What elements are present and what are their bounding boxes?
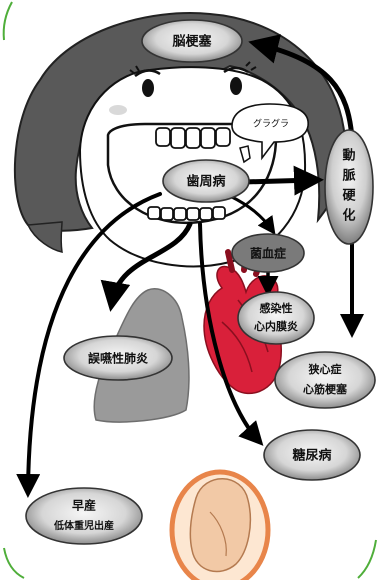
node-preterm[interactable]: 早産 低体重児出産 xyxy=(25,487,143,545)
node-periodontal[interactable]: 歯周病 xyxy=(162,159,250,203)
node-endocarditis[interactable]: 感染性 心内膜炎 xyxy=(237,291,315,345)
upper-teeth-illustration xyxy=(155,127,231,149)
node-diabetes[interactable]: 糖尿病 xyxy=(263,429,361,481)
node-angina[interactable]: 狭心症 心筋梗塞 xyxy=(274,351,376,409)
arrow-periodontal-to-diabetes xyxy=(198,222,264,446)
arrow-periodontal-to-arteriosclerosis xyxy=(241,165,324,196)
node-periodontal-label: 歯周病 xyxy=(186,174,225,190)
node-arteriosclerosis[interactable]: 動 脈 硬 化 xyxy=(324,129,374,245)
node-angina-label-1: 狭心症 xyxy=(308,362,342,376)
border-accent-right xyxy=(357,539,377,579)
node-arteriosclerosis-label-3: 硬 xyxy=(342,189,356,204)
node-preterm-label-1: 早産 xyxy=(72,498,96,513)
speech-bubble xyxy=(231,103,309,161)
arrow-periodontal-to-preterm xyxy=(16,192,162,498)
node-preterm-label-2: 低体重児出産 xyxy=(53,519,114,532)
speech-bubble-text: グラグラ xyxy=(253,118,289,130)
arrow-periodontal-to-pneumonia xyxy=(100,221,193,312)
node-arteriosclerosis-label-1: 動 xyxy=(342,148,355,164)
border-accent-bottom xyxy=(3,547,25,579)
arrow-arteriosclerosis-to-stroke xyxy=(248,34,355,141)
node-stroke[interactable]: 脳梗塞 xyxy=(141,19,243,63)
arrow-periodontal-to-bacteremia xyxy=(228,194,276,235)
node-bacteremia[interactable]: 菌血症 xyxy=(231,233,305,273)
border-accent-left xyxy=(2,1,13,41)
left-cheek-illustration xyxy=(109,105,127,115)
node-angina-label-2: 心筋梗塞 xyxy=(303,382,348,396)
loose-tooth-illustration xyxy=(239,145,251,164)
node-pneumonia[interactable]: 誤嚥性肺炎 xyxy=(63,335,173,381)
node-stroke-label: 脳梗塞 xyxy=(172,34,212,50)
node-arteriosclerosis-label-2: 脈 xyxy=(342,168,355,184)
node-endocarditis-label-1: 感染性 xyxy=(260,301,293,315)
fetus-illustration xyxy=(169,469,271,580)
left-eye-illustration xyxy=(129,65,161,97)
node-bacteremia-label: 菌血症 xyxy=(250,246,286,261)
node-endocarditis-label-2: 心内膜炎 xyxy=(254,319,298,333)
node-diabetes-label: 糖尿病 xyxy=(292,448,331,464)
lower-teeth-illustration xyxy=(147,206,226,221)
hair-lower-illustration xyxy=(26,221,63,253)
node-pneumonia-label: 誤嚥性肺炎 xyxy=(88,351,148,366)
node-arteriosclerosis-label-4: 化 xyxy=(342,208,355,224)
arrows xyxy=(16,34,364,498)
